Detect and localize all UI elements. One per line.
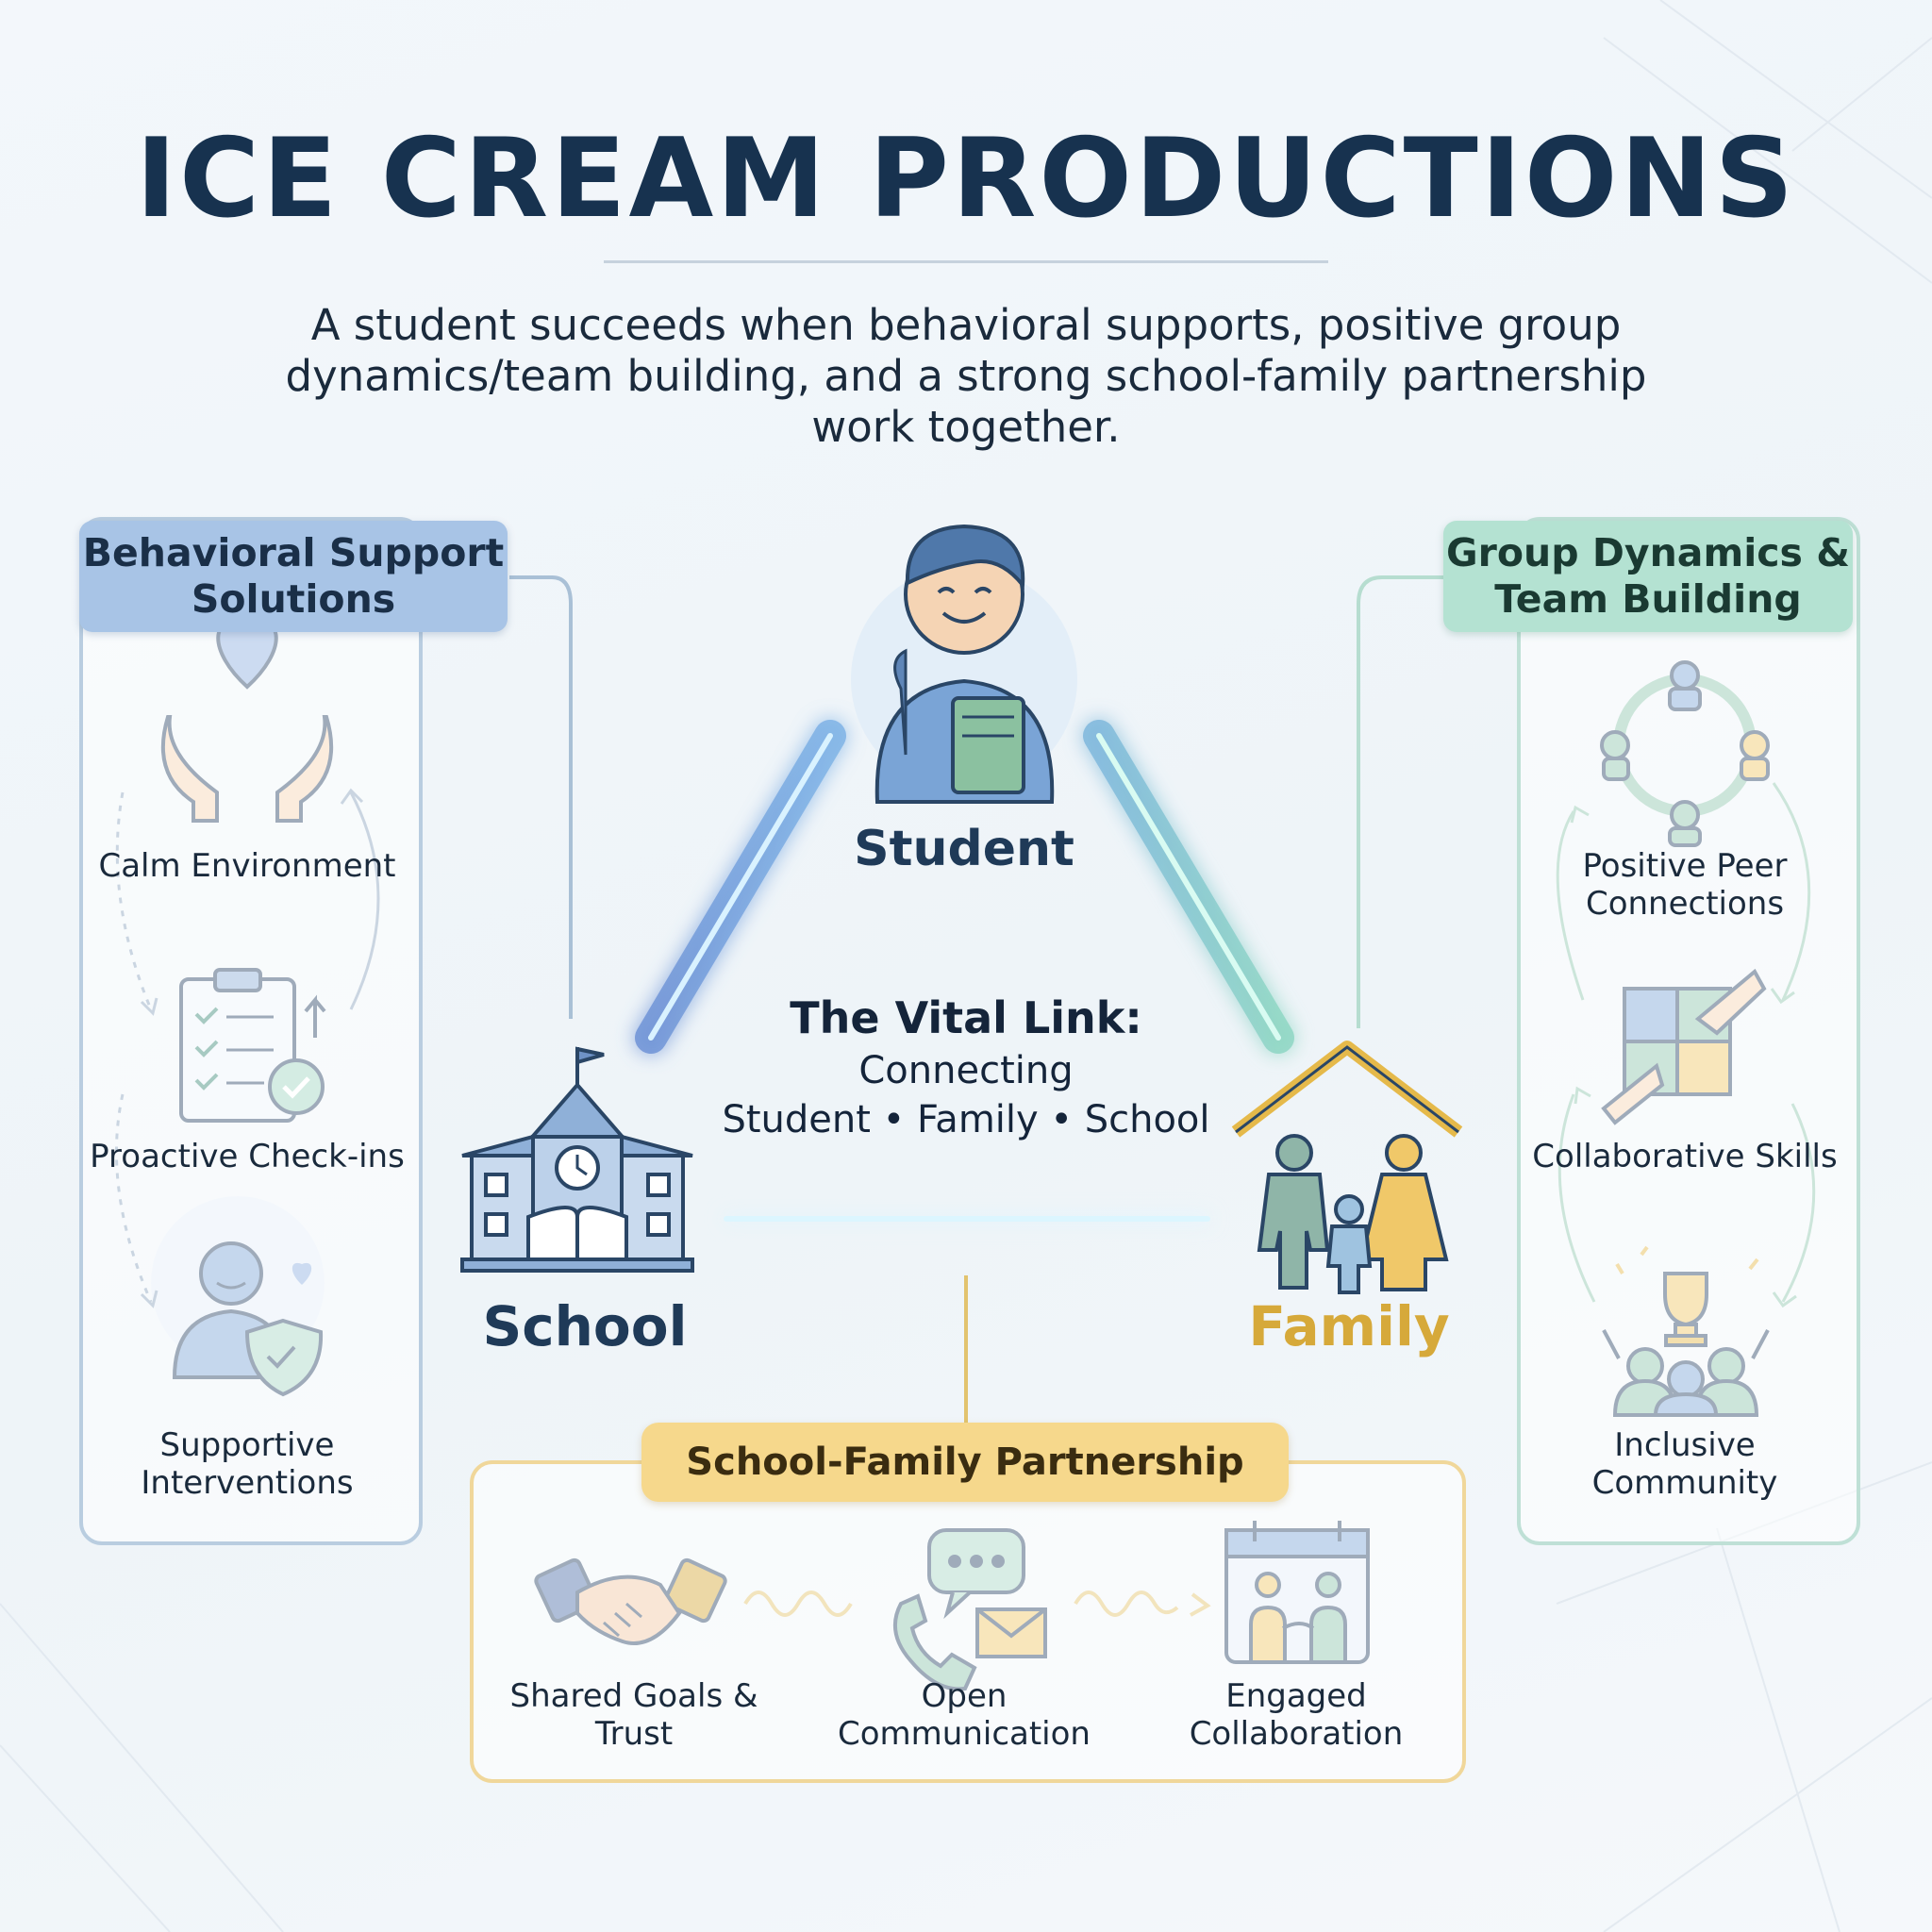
group-connector (1357, 575, 1443, 1028)
triangle-links (635, 720, 1294, 1237)
group-dynamics-panel (1517, 517, 1860, 1545)
title-divider (604, 260, 1328, 263)
page-subtitle: A student succeeds when behavioral suppo… (285, 300, 1647, 452)
behavioral-item-label: Calm Environment (98, 847, 396, 885)
family-house-icon (1231, 1041, 1463, 1294)
group-item-label: Positive Peer Connections (1582, 847, 1788, 923)
partnership-item-label: Open Communication (838, 1677, 1091, 1753)
group-item-label: Collaborative Skills (1532, 1138, 1838, 1175)
student-icon (851, 524, 1077, 804)
page-title: ICE CREAM PRODUCTIONS (135, 115, 1797, 242)
partnership-header: School-Family Partnership (641, 1423, 1289, 1502)
partnership-item-label: Engaged Collaboration (1189, 1677, 1404, 1753)
group-dynamics-header: Group Dynamics & Team Building (1443, 521, 1853, 632)
behavioral-header: Behavioral Support Solutions (79, 521, 508, 632)
vital-link-title: The Vital Link: (790, 992, 1142, 1043)
vital-link-line-2: Student • Family • School (722, 1098, 1210, 1141)
student-label: Student (854, 821, 1074, 877)
family-label: Family (1248, 1294, 1450, 1358)
vital-link-line-1: Connecting (858, 1049, 1074, 1092)
partnership-panel (470, 1460, 1466, 1783)
behavioral-item-label: Proactive Check-ins (90, 1138, 405, 1175)
behavioral-item-label: Supportive Interventions (141, 1426, 354, 1502)
behavioral-connector (509, 575, 573, 1019)
school-building-icon (460, 1046, 694, 1273)
behavioral-panel (79, 517, 423, 1545)
partnership-item-label: Shared Goals & Trust (509, 1677, 758, 1753)
group-item-label: Inclusive Community (1591, 1426, 1778, 1502)
school-label: School (482, 1294, 688, 1358)
